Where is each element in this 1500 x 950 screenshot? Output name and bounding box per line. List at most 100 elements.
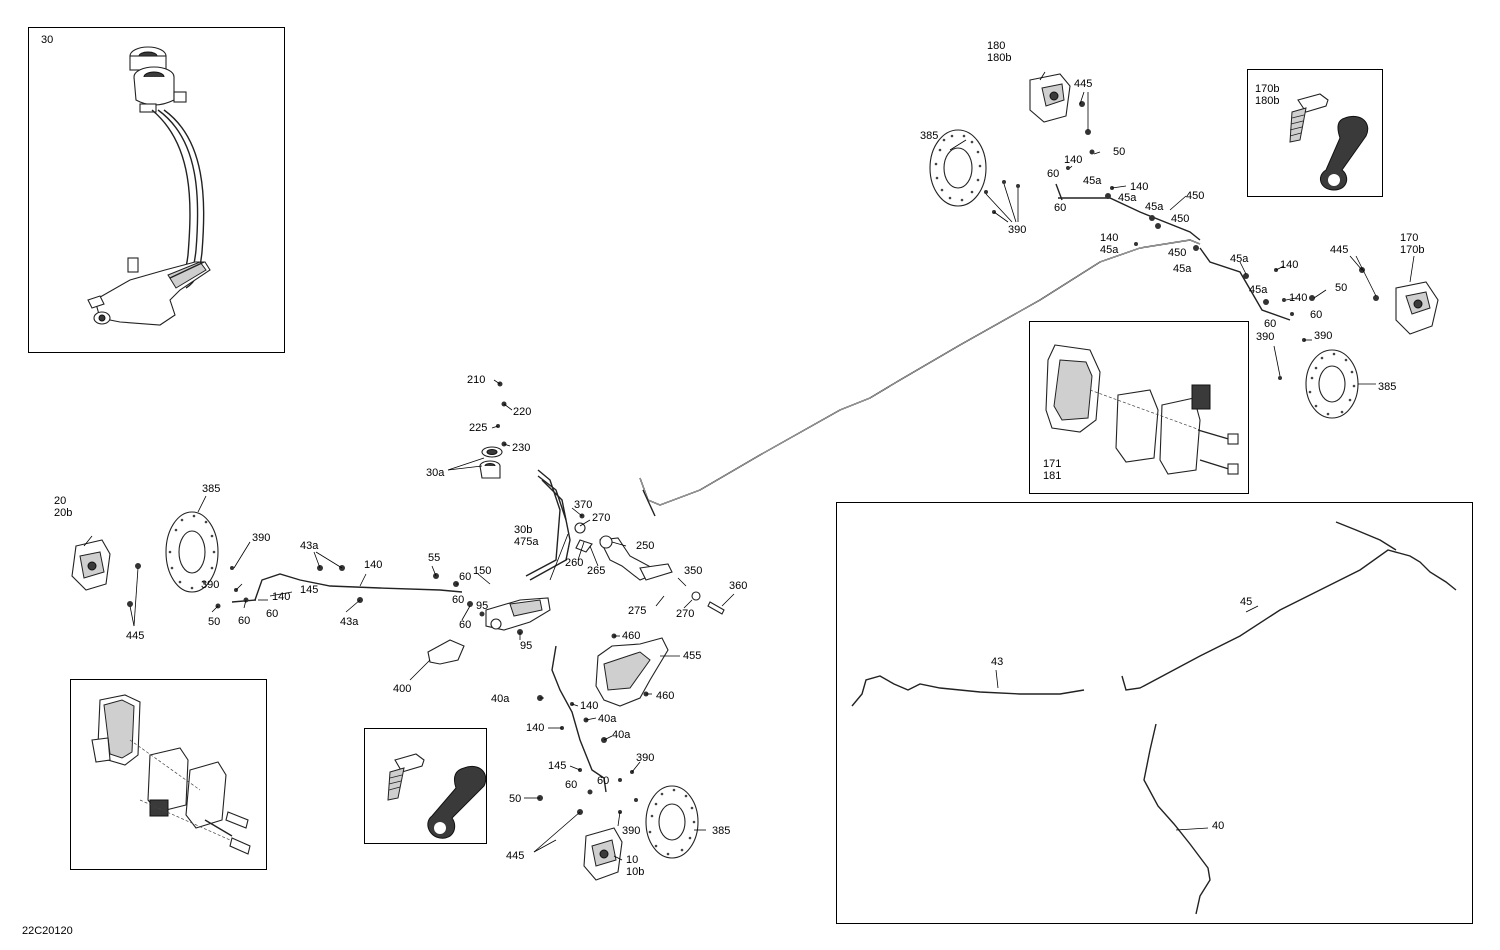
callout-140-a: 140 xyxy=(1064,154,1083,166)
callout-455: 455 xyxy=(683,650,702,662)
rear-bleeder-kit xyxy=(1289,93,1369,191)
inset-rear-bleeder xyxy=(1247,69,1383,197)
front-right-caliper xyxy=(583,827,623,881)
front-left-brake-line xyxy=(254,573,463,601)
callout-60-a: 60 xyxy=(1047,168,1060,180)
callout-43: 43 xyxy=(991,656,1004,668)
line-40 xyxy=(1143,723,1211,915)
callout-390-b2: 390 xyxy=(622,825,641,837)
callout-230: 230 xyxy=(512,442,531,454)
callout-390-r2: 390 xyxy=(1256,331,1275,343)
callout-385-right: 385 xyxy=(1378,381,1397,393)
inset-master-cylinder xyxy=(28,27,285,353)
callout-60-i: 60 xyxy=(459,619,472,631)
callout-350: 350 xyxy=(684,565,703,577)
rear-right-caliper xyxy=(1395,281,1439,335)
callout-140-g: 140 xyxy=(272,591,291,603)
front-right-disc xyxy=(645,785,699,859)
inset-front-pads xyxy=(70,679,267,870)
inset-front-bleeder xyxy=(364,728,487,844)
callout-390-b1: 390 xyxy=(636,752,655,764)
rear-pad-kit xyxy=(1045,344,1239,475)
callout-270-b: 270 xyxy=(676,608,695,620)
inset-brake-lines xyxy=(836,502,1473,924)
callout-60-g: 60 xyxy=(238,615,251,627)
callout-140-f: 140 xyxy=(364,559,383,571)
callout-390-r1: 390 xyxy=(1314,330,1333,342)
callout-43a-top: 43a xyxy=(300,540,319,552)
front-left-caliper xyxy=(71,539,111,591)
callout-360: 360 xyxy=(729,580,748,592)
line-43 xyxy=(851,675,1085,707)
callout-260: 260 xyxy=(565,557,584,569)
callout-45a-b: 45a xyxy=(1118,192,1137,204)
fluid-reservoir xyxy=(595,637,669,707)
callout-180: 180 180b xyxy=(987,40,1012,64)
callout-400: 400 xyxy=(393,683,412,695)
inset-rear-pads xyxy=(1029,321,1249,494)
callout-460-b: 460 xyxy=(656,690,675,702)
callout-445-right: 445 xyxy=(1330,244,1349,256)
callout-225: 225 xyxy=(469,422,488,434)
callout-10: 10 10b xyxy=(626,854,645,878)
callout-60-h: 60 xyxy=(266,608,279,620)
callout-150: 150 xyxy=(473,565,492,577)
callout-170: 170 170b xyxy=(1400,232,1425,256)
bracket xyxy=(427,639,465,665)
callout-250: 250 xyxy=(636,540,655,552)
callout-45: 45 xyxy=(1240,596,1253,608)
inset-label-rear-pads: 171 181 xyxy=(1043,458,1062,482)
callout-390-l1: 390 xyxy=(252,532,271,544)
callout-275: 275 xyxy=(628,605,647,617)
callout-220: 220 xyxy=(513,406,532,418)
callout-445-left: 445 xyxy=(126,630,145,642)
callout-60-f: 60 xyxy=(452,594,465,606)
callout-43a-bot: 43a xyxy=(340,616,359,628)
rear-left-disc xyxy=(929,129,987,207)
callout-50-d: 50 xyxy=(509,793,522,805)
inset-label-master-cylinder: 30 xyxy=(41,34,54,46)
diagram-code: 22C20120 xyxy=(22,925,73,937)
rear-right-disc xyxy=(1305,349,1359,419)
callout-385-bot: 385 xyxy=(712,825,731,837)
callout-45a-a: 45a xyxy=(1083,175,1102,187)
callout-140-i: 140 xyxy=(526,722,545,734)
front-pad-kit xyxy=(91,694,251,855)
callout-60-e: 60 xyxy=(459,571,472,583)
callout-60-d: 60 xyxy=(1264,318,1277,330)
callout-445-top: 445 xyxy=(1074,78,1093,90)
callout-270-a: 270 xyxy=(592,512,611,524)
callout-390-l2: 390 xyxy=(201,579,220,591)
callout-145-b: 145 xyxy=(548,760,567,772)
callout-50-c: 50 xyxy=(208,616,221,628)
callout-40a-c: 40a xyxy=(612,729,631,741)
callout-450-a: 450 xyxy=(1186,190,1205,202)
callout-45a-c: 45a xyxy=(1145,201,1164,213)
callout-445-bot: 445 xyxy=(506,850,525,862)
callout-20: 20 20b xyxy=(54,495,73,519)
inset-label-rear-bleeder: 170b 180b xyxy=(1255,83,1280,107)
callout-450-b: 450 xyxy=(1171,213,1190,225)
callout-60-b: 60 xyxy=(1054,202,1067,214)
callout-50-a: 50 xyxy=(1113,146,1126,158)
line-45 xyxy=(1121,549,1457,691)
callout-145-a: 145 xyxy=(300,584,319,596)
callout-30b: 30b 475a xyxy=(514,524,539,548)
callout-140-e: 140 xyxy=(1289,292,1308,304)
callout-60-k: 60 xyxy=(597,775,610,787)
callout-390-top: 390 xyxy=(1008,224,1027,236)
callout-40a-a: 40a xyxy=(491,693,510,705)
callout-55: 55 xyxy=(428,552,441,564)
rear-left-caliper xyxy=(1029,73,1071,123)
callout-140-d: 140 xyxy=(1280,259,1299,271)
callout-60-c: 60 xyxy=(1310,309,1323,321)
front-right-brake-line xyxy=(551,645,607,793)
callout-50-b: 50 xyxy=(1335,282,1348,294)
callout-40a-b: 40a xyxy=(598,713,617,725)
front-left-disc xyxy=(165,511,219,593)
front-bleeder-kit xyxy=(387,753,487,839)
master-cylinder-assembly xyxy=(87,46,211,326)
callout-45a-f: 45a xyxy=(1249,284,1268,296)
callout-265: 265 xyxy=(587,565,606,577)
